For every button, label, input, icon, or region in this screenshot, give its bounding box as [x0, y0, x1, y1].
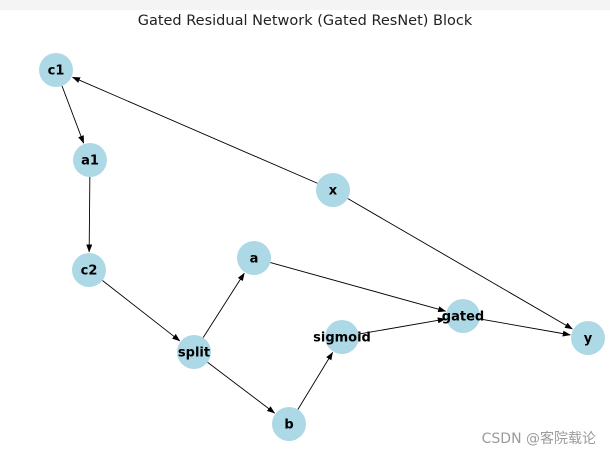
edge-x-to-c1: [72, 76, 318, 184]
node-circle-x: [316, 173, 350, 207]
nodes-layer: c1 a1 c2 split a b sigmoid gated x y: [39, 53, 605, 441]
top-bar: [0, 0, 610, 10]
node-label-b: b: [284, 418, 293, 433]
node-label-a: a: [250, 252, 259, 267]
node-y: y: [571, 321, 605, 355]
node-circle-c1: [39, 53, 73, 87]
node-label-a1: a1: [81, 154, 99, 169]
node-circle-c2: [72, 253, 106, 287]
node-label-x: x: [329, 184, 338, 199]
edge-b-to-sigmoid: [297, 351, 334, 410]
node-b: b: [272, 407, 306, 441]
edge-split-to-b: [207, 361, 276, 414]
node-circle-gated: [446, 299, 480, 333]
edge-a-to-gated: [270, 262, 447, 313]
node-gated: gated: [442, 299, 484, 333]
node-sigmoid: sigmoid: [313, 320, 371, 354]
diagram-title: Gated Residual Network (Gated ResNet) Bl…: [137, 13, 473, 29]
edge-split-to-a: [202, 272, 245, 338]
edge-sigmoid-to-gated: [358, 317, 446, 335]
node-label-c2: c2: [81, 264, 98, 279]
node-label-gated: gated: [442, 310, 484, 325]
node-c2: c2: [72, 253, 106, 287]
node-label-y: y: [584, 332, 593, 347]
node-circle-b: [272, 407, 306, 441]
edge-a1-to-c2: [86, 176, 93, 253]
node-x: x: [316, 173, 350, 207]
node-split: split: [177, 335, 211, 369]
node-circle-a: [237, 241, 271, 275]
node-a1: a1: [73, 143, 107, 177]
edges-layer: [61, 76, 573, 414]
edge-x-to-y: [347, 198, 573, 330]
watermark: CSDN @客院载论: [481, 431, 596, 447]
node-label-split: split: [178, 346, 210, 361]
edge-c1-to-a1: [61, 85, 85, 144]
node-label-c1: c1: [48, 64, 65, 79]
node-circle-split: [177, 335, 211, 369]
edge-gated-to-y: [479, 318, 571, 337]
node-circle-y: [571, 321, 605, 355]
node-a: a: [237, 241, 271, 275]
node-label-sigmoid: sigmoid: [313, 331, 371, 346]
edge-c2-to-split: [102, 280, 181, 342]
node-circle-sigmoid: [325, 320, 359, 354]
node-c1: c1: [39, 53, 73, 87]
node-circle-a1: [73, 143, 107, 177]
